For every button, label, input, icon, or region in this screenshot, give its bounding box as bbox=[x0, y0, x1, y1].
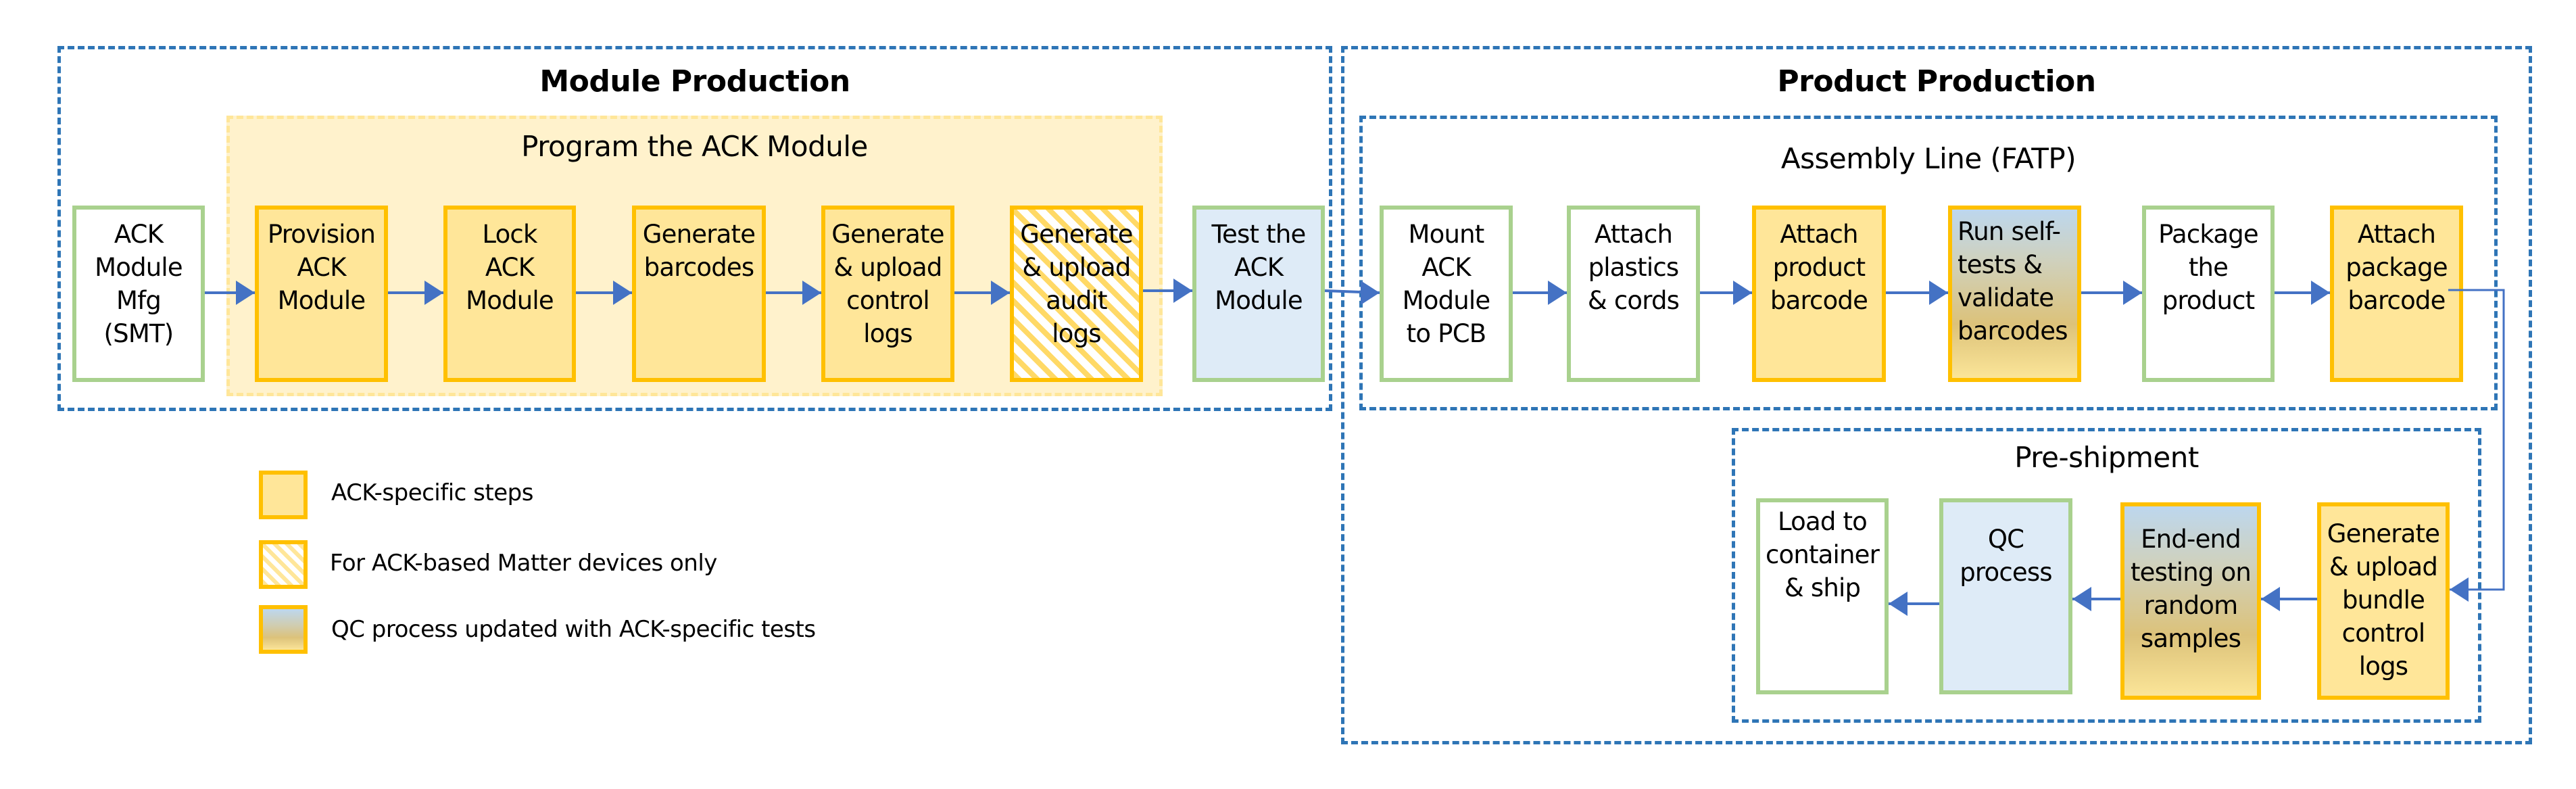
step-load-to-container-ship: Load to container & ship bbox=[1756, 498, 1889, 694]
step-qc-process: QC process bbox=[1939, 498, 2072, 694]
legend-label-matter-only: For ACK-based Matter devices only bbox=[330, 550, 717, 577]
step-generate-upload-bundle-control-logs: Generate & upload bundle control logs bbox=[2317, 502, 2450, 700]
arrowhead-icon bbox=[2123, 281, 2142, 305]
step-provision-ack-module: Provision ACK Module bbox=[255, 206, 388, 382]
step-attach-product-barcode: Attach product barcode bbox=[1752, 206, 1886, 382]
step-generate-upload-audit-logs: Generate & upload audit logs bbox=[1010, 206, 1143, 382]
arrowheads bbox=[236, 279, 2469, 616]
step-attach-package-barcode: Attach package barcode bbox=[2330, 206, 2463, 382]
step-generate-upload-control-logs: Generate & upload control logs bbox=[821, 206, 954, 382]
arrowhead-icon bbox=[613, 281, 632, 305]
pre-shipment-section: Pre-shipment bbox=[1732, 428, 2481, 723]
legend-label-qc-updated: QC process updated with ACK-specific tes… bbox=[331, 616, 816, 643]
step-run-self-tests-validate-barcodes: Run self- tests & validate barcodes bbox=[1948, 206, 2081, 382]
pre-shipment-title: Pre-shipment bbox=[2014, 441, 2199, 474]
arrowhead-icon bbox=[236, 281, 255, 305]
arrowhead-icon bbox=[802, 281, 821, 305]
arrowhead-icon bbox=[2450, 577, 2469, 602]
legend: ACK-specific steps For ACK-based Matter … bbox=[257, 470, 865, 666]
step-test-ack-module: Test the ACK Module bbox=[1192, 206, 1325, 382]
arrowhead-icon bbox=[991, 281, 1010, 305]
step-end-end-testing-random-samples: End-end testing on random samples bbox=[2120, 502, 2261, 700]
arrowhead-icon bbox=[424, 281, 443, 305]
product-production-title: Product Production bbox=[1777, 64, 2096, 99]
step-attach-plastics-cords: Attach plastics & cords bbox=[1567, 206, 1700, 382]
program-ack-module-title: Program the ACK Module bbox=[521, 130, 868, 163]
legend-label-ack-specific: ACK-specific steps bbox=[331, 479, 533, 506]
step-lock-ack-module: Lock ACK Module bbox=[443, 206, 576, 382]
arrowhead-icon bbox=[1173, 279, 1192, 303]
arrowhead-icon bbox=[1889, 592, 1907, 616]
step-ack-module-mfg: ACK Module Mfg (SMT) bbox=[72, 206, 205, 382]
legend-swatch-ack-specific bbox=[259, 471, 308, 519]
arrowhead-icon bbox=[1929, 281, 1948, 305]
module-production-title: Module Production bbox=[539, 64, 850, 99]
step-generate-barcodes: Generate barcodes bbox=[632, 206, 766, 382]
arrowhead-icon bbox=[2311, 281, 2330, 305]
arrowhead-icon bbox=[2261, 587, 2280, 611]
assembly-line-section: Assembly Line (FATP) bbox=[1359, 116, 2498, 410]
arrow-package-barcode-to-bundle-logs bbox=[2448, 289, 2505, 591]
step-mount-ack-module-to-pcb: Mount ACK Module to PCB bbox=[1380, 206, 1513, 382]
assembly-line-title: Assembly Line (FATP) bbox=[1780, 142, 2076, 175]
step-package-the-product: Package the product bbox=[2142, 206, 2275, 382]
arrowhead-icon bbox=[1548, 281, 1567, 305]
legend-swatch-matter-only bbox=[259, 540, 308, 589]
arrowhead-icon bbox=[1361, 281, 1380, 305]
legend-swatch-qc-updated bbox=[259, 605, 308, 654]
module-production-section: Module Production bbox=[57, 46, 1332, 411]
arrowhead-icon bbox=[1733, 281, 1752, 305]
product-production-section: Product Production bbox=[1341, 46, 2532, 744]
arrowhead-icon bbox=[2072, 587, 2091, 611]
